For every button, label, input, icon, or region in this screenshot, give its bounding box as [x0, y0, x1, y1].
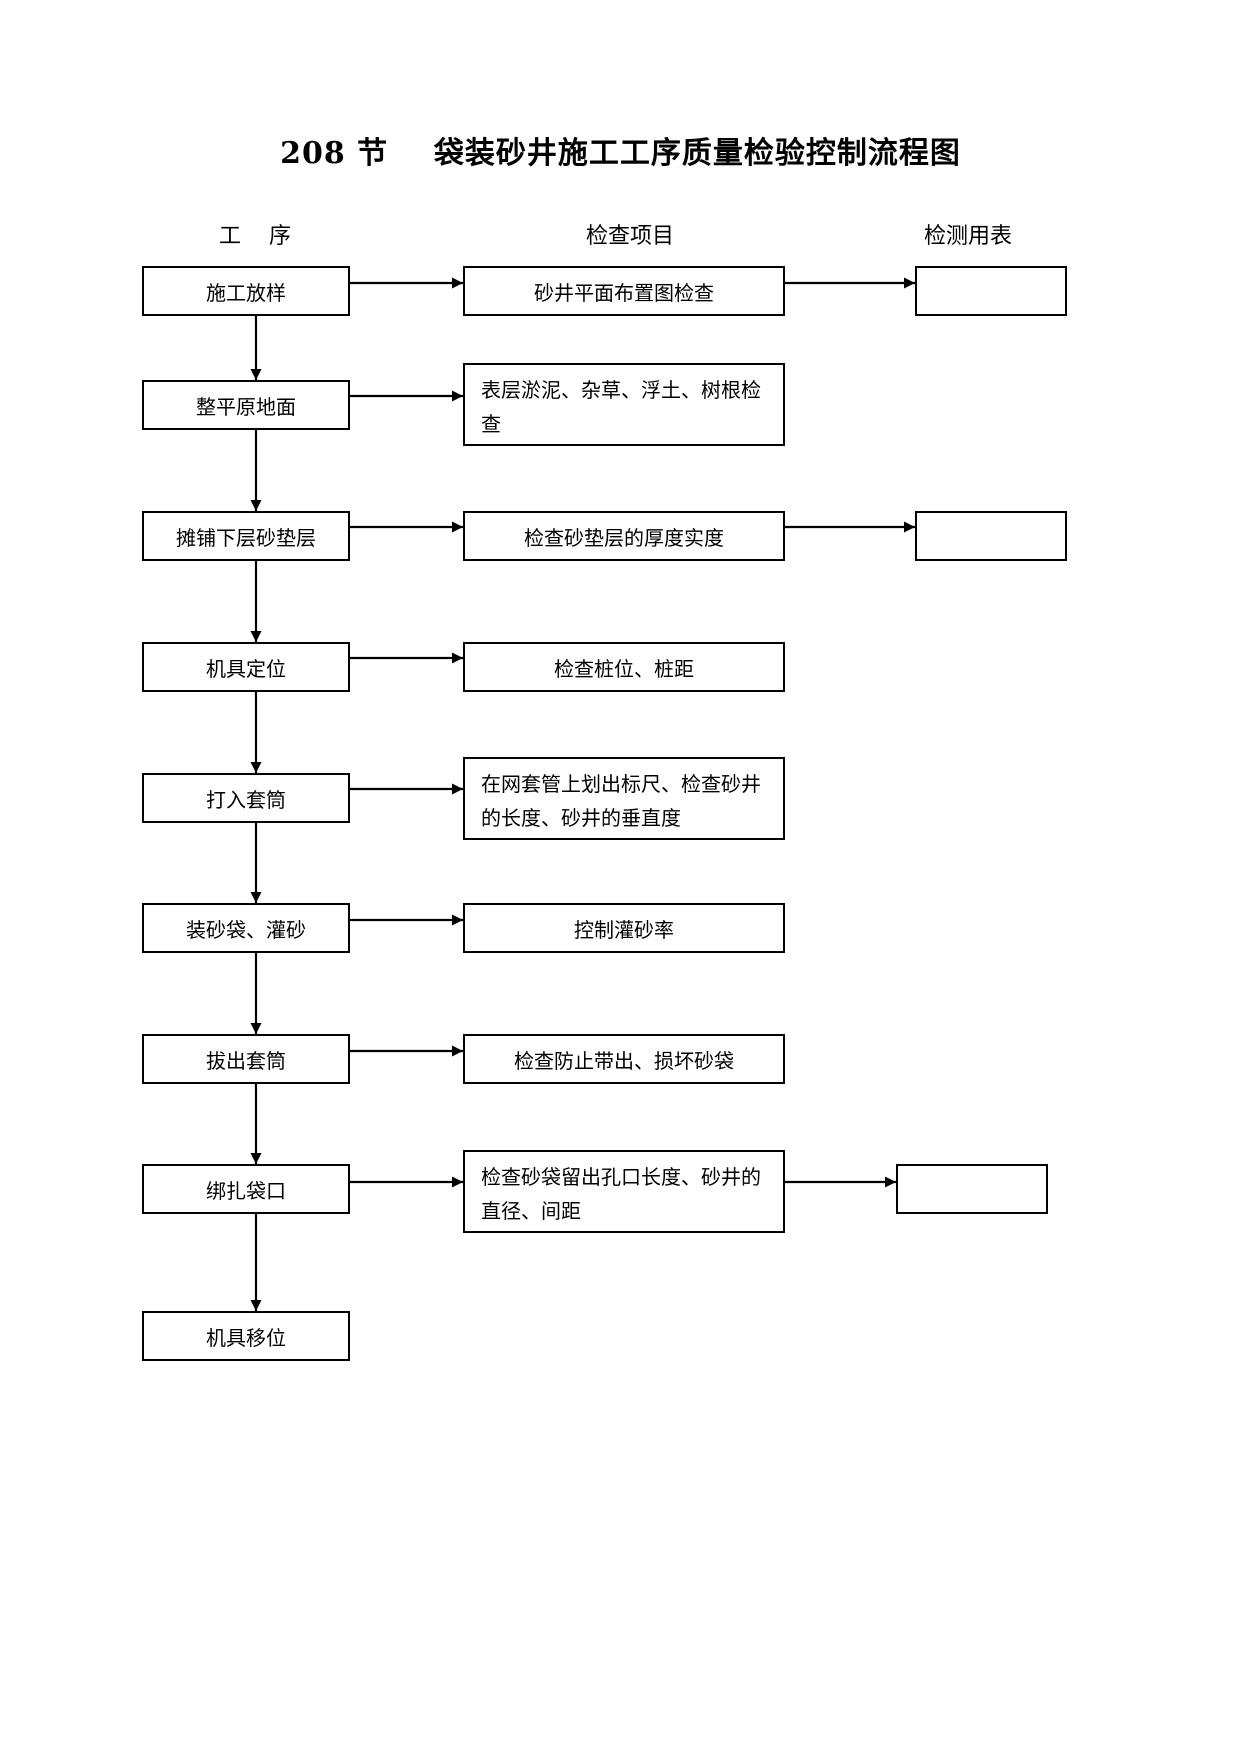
check-5: 在网套管上划出标尺、检查砂井的长度、砂井的垂直度 — [463, 757, 785, 840]
check-8: 检查砂袋留出孔口长度、砂井的直径、间距 — [463, 1150, 785, 1233]
step-2: 整平原地面 — [142, 380, 350, 430]
check-label: 控制灌砂率 — [574, 917, 674, 942]
check-3: 检查砂垫层的厚度实度 — [463, 511, 785, 561]
page-title: 208 节 袋装砂井施工工序质量检验控制流程图 — [280, 136, 961, 171]
header-table: 检测用表 — [924, 224, 1013, 249]
check-6: 控制灌砂率 — [463, 903, 785, 953]
check-2: 表层淤泥、杂草、浮土、树根检查 — [463, 363, 785, 446]
check-label: 检查防止带出、损坏砂袋 — [514, 1048, 734, 1073]
step-4: 机具定位 — [142, 642, 350, 692]
step-6: 装砂袋、灌砂 — [142, 903, 350, 953]
step-label: 拔出套筒 — [206, 1048, 286, 1073]
table-box-2 — [915, 511, 1067, 561]
check-label: 在网套管上划出标尺、检查砂井的长度、砂井的垂直度 — [481, 772, 761, 830]
table-box-1 — [915, 266, 1067, 316]
check-label: 砂井平面布置图检查 — [534, 280, 714, 305]
header-inspection: 检查项目 — [586, 224, 675, 249]
step-label: 装砂袋、灌砂 — [186, 917, 306, 942]
check-1: 砂井平面布置图检查 — [463, 266, 785, 316]
step-label: 机具移位 — [206, 1325, 286, 1350]
step-label: 打入套筒 — [206, 787, 286, 812]
check-label: 检查桩位、桩距 — [554, 656, 694, 681]
check-7: 检查防止带出、损坏砂袋 — [463, 1034, 785, 1084]
step-label: 整平原地面 — [196, 394, 296, 419]
step-7: 拔出套筒 — [142, 1034, 350, 1084]
step-3: 摊铺下层砂垫层 — [142, 511, 350, 561]
step-8: 绑扎袋口 — [142, 1164, 350, 1214]
check-label: 检查砂袋留出孔口长度、砂井的直径、间距 — [481, 1165, 761, 1223]
header-process: 工 序 — [219, 224, 291, 249]
step-label: 摊铺下层砂垫层 — [176, 525, 316, 550]
step-9: 机具移位 — [142, 1311, 350, 1361]
check-4: 检查桩位、桩距 — [463, 642, 785, 692]
step-label: 施工放样 — [206, 280, 286, 305]
table-box-3 — [896, 1164, 1048, 1214]
step-label: 机具定位 — [206, 656, 286, 681]
step-5: 打入套筒 — [142, 773, 350, 823]
step-1: 施工放样 — [142, 266, 350, 316]
check-label: 表层淤泥、杂草、浮土、树根检查 — [481, 378, 761, 436]
check-label: 检查砂垫层的厚度实度 — [524, 525, 724, 550]
step-label: 绑扎袋口 — [206, 1178, 286, 1203]
